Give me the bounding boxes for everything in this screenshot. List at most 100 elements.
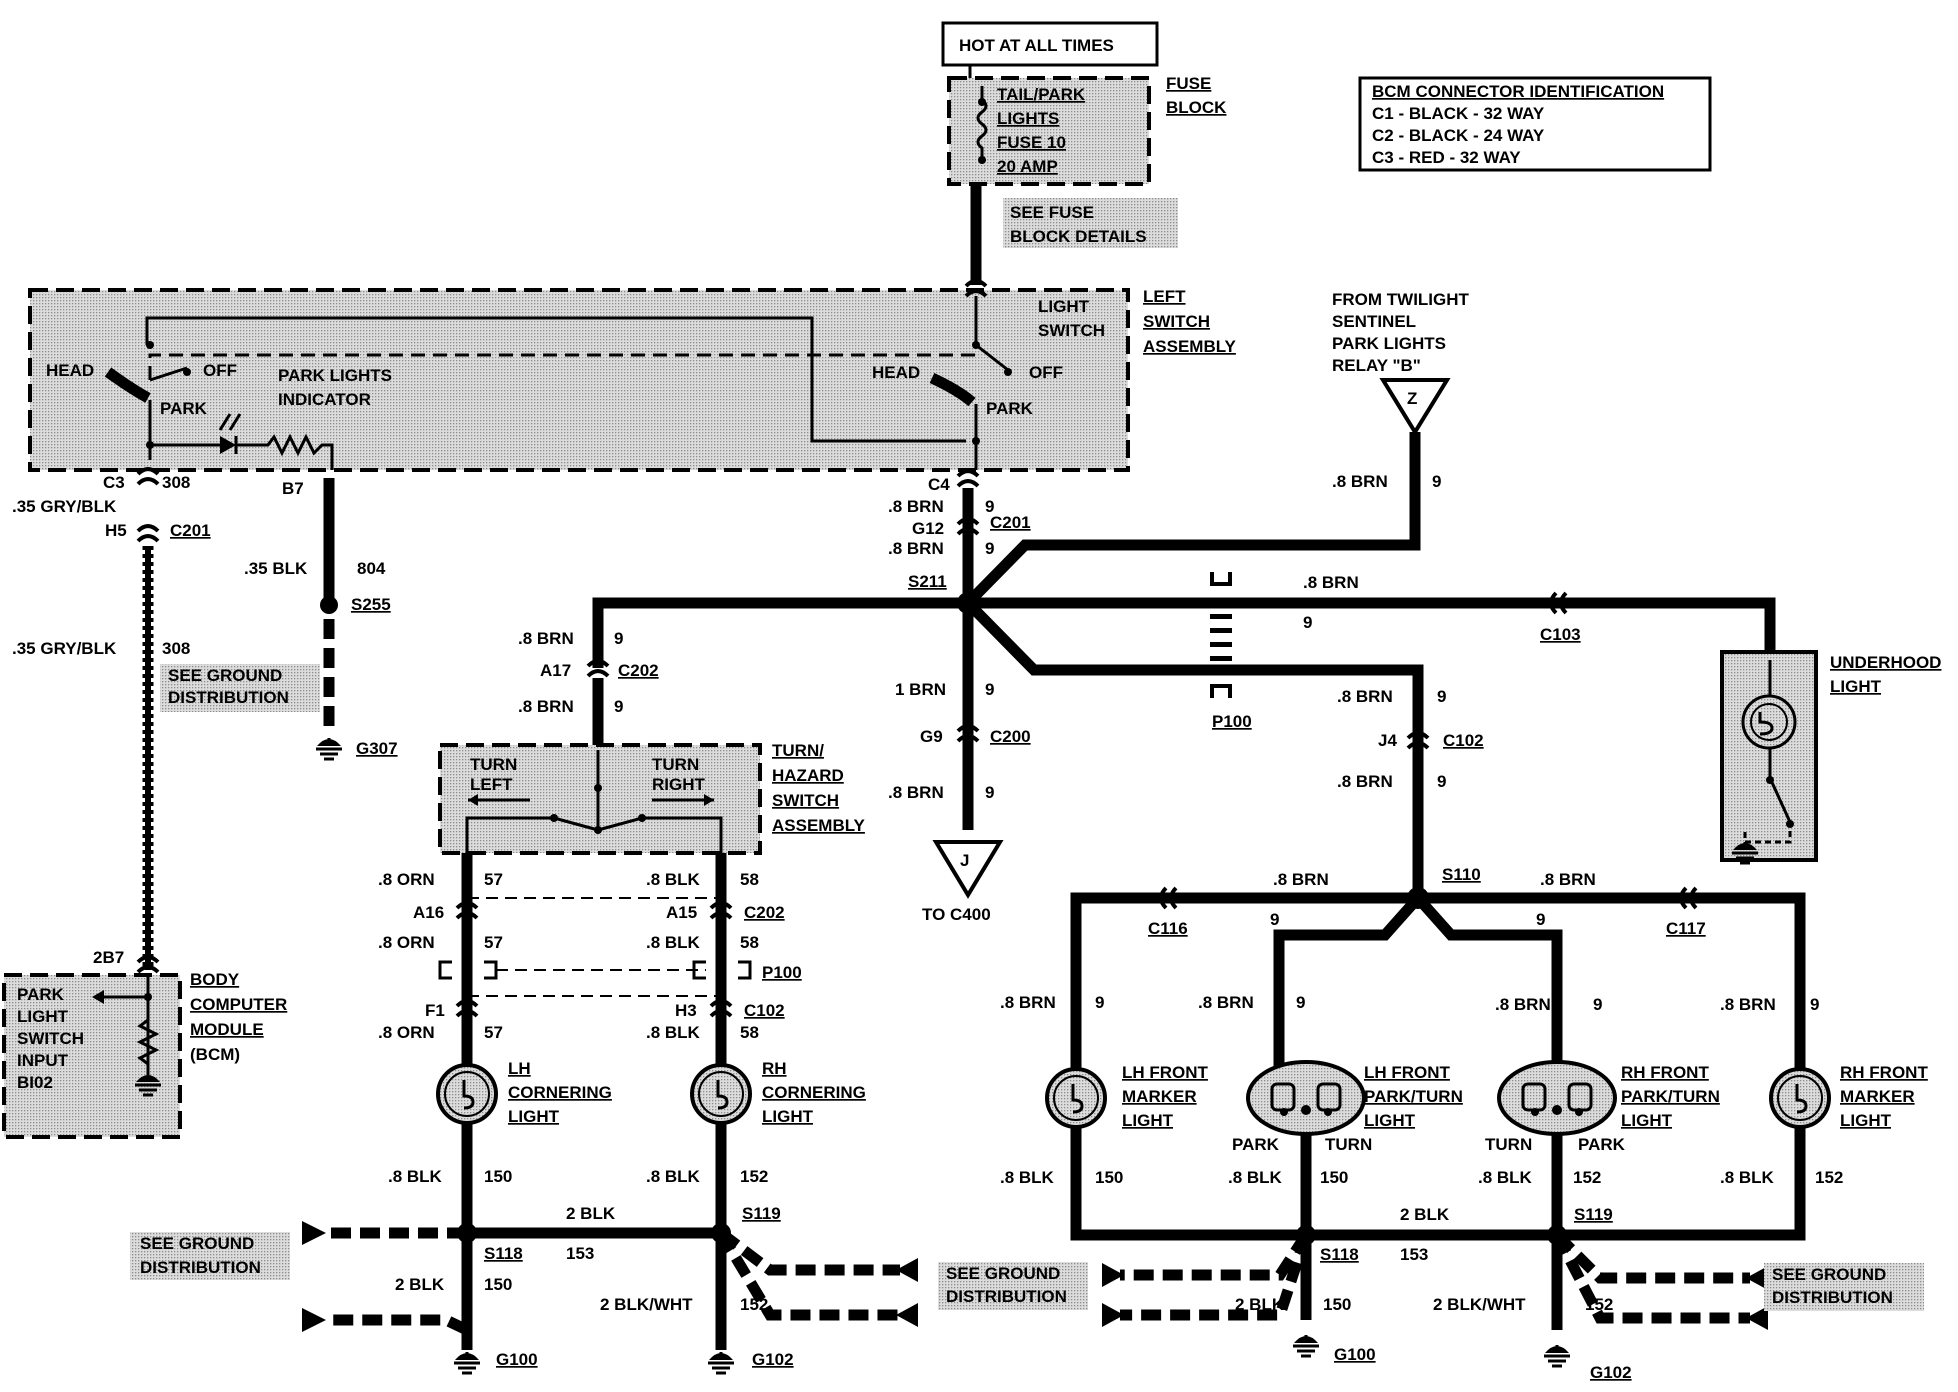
svg-text:TURN: TURN	[1325, 1135, 1372, 1154]
svg-text:F1: F1	[425, 1001, 445, 1020]
svg-text:B7: B7	[282, 479, 304, 498]
svg-text:H5: H5	[105, 521, 127, 540]
svg-text:COMPUTER: COMPUTER	[190, 995, 287, 1014]
see-ground-note-2: SEE GROUND DISTRIBUTION	[130, 1232, 290, 1280]
svg-text:S211: S211	[908, 572, 947, 591]
svg-text:PARK: PARK	[160, 399, 208, 418]
svg-text:.8 BLK: .8 BLK	[646, 933, 701, 952]
svg-text:.8 BLK: .8 BLK	[1228, 1168, 1283, 1187]
svg-text:LIGHT: LIGHT	[1830, 677, 1882, 696]
svg-text:SWITCH: SWITCH	[17, 1029, 84, 1048]
svg-text:.8 BRN: .8 BRN	[518, 629, 574, 648]
svg-text:152: 152	[1585, 1295, 1613, 1314]
ground-g102-left	[706, 1350, 736, 1375]
svg-text:2 BLK: 2 BLK	[566, 1204, 616, 1223]
svg-text:TURN: TURN	[1485, 1135, 1532, 1154]
svg-text:TURN: TURN	[652, 755, 699, 774]
svg-text:BLOCK DETAILS: BLOCK DETAILS	[1010, 227, 1147, 246]
svg-text:BI02: BI02	[17, 1073, 53, 1092]
svg-text:H3: H3	[675, 1001, 697, 1020]
svg-text:58: 58	[740, 1023, 759, 1042]
svg-text:HEAD: HEAD	[46, 361, 94, 380]
svg-text:(BCM): (BCM)	[190, 1045, 240, 1064]
svg-text:2 BLK: 2 BLK	[1235, 1295, 1285, 1314]
see-ground-note-1: SEE GROUND DISTRIBUTION	[160, 664, 320, 712]
svg-text:P100: P100	[762, 963, 802, 982]
svg-text:1 BRN: 1 BRN	[895, 680, 946, 699]
svg-text:.8 BLK: .8 BLK	[646, 1167, 701, 1186]
svg-text:LIGHT: LIGHT	[17, 1007, 69, 1026]
svg-text:PARK LIGHTS: PARK LIGHTS	[278, 366, 392, 385]
svg-text:LIGHT: LIGHT	[1122, 1111, 1174, 1130]
splice-s255	[320, 596, 338, 614]
svg-text:.35 GRY/BLK: .35 GRY/BLK	[12, 497, 117, 516]
svg-text:DISTRIBUTION: DISTRIBUTION	[140, 1258, 261, 1277]
see-ground-note-3: SEE GROUND DISTRIBUTION	[938, 1262, 1088, 1310]
svg-text:9: 9	[1810, 995, 1819, 1014]
svg-text:804: 804	[357, 559, 386, 578]
svg-text:.8 BLK: .8 BLK	[1000, 1168, 1055, 1187]
svg-text:J: J	[960, 851, 969, 870]
svg-text:HAZARD: HAZARD	[772, 766, 844, 785]
svg-text:C102: C102	[744, 1001, 785, 1020]
svg-text:C201: C201	[990, 513, 1031, 532]
svg-text:9: 9	[614, 697, 623, 716]
svg-text:58: 58	[740, 933, 759, 952]
svg-text:BCM CONNECTOR IDENTIFICATION: BCM CONNECTOR IDENTIFICATION	[1372, 82, 1664, 101]
svg-text:G102: G102	[1590, 1363, 1632, 1382]
svg-text:152: 152	[740, 1167, 768, 1186]
lh-front-park-turn-light	[1246, 1060, 1366, 1136]
svg-text:LH: LH	[508, 1059, 531, 1078]
svg-text:LIGHT: LIGHT	[508, 1107, 560, 1126]
svg-text:.8 BRN: .8 BRN	[1337, 772, 1393, 791]
svg-text:TAIL/PARK: TAIL/PARK	[997, 85, 1086, 104]
svg-text:PARK: PARK	[986, 399, 1034, 418]
svg-text:SWITCH: SWITCH	[1038, 321, 1105, 340]
svg-text:G100: G100	[496, 1350, 538, 1369]
svg-text:MARKER: MARKER	[1122, 1087, 1197, 1106]
svg-text:RIGHT: RIGHT	[652, 775, 706, 794]
svg-text:.8 BLK: .8 BLK	[388, 1167, 443, 1186]
svg-text:G9: G9	[920, 727, 943, 746]
svg-text:.8 BLK: .8 BLK	[1720, 1168, 1775, 1187]
svg-text:S119: S119	[1574, 1205, 1613, 1224]
svg-text:LIGHT: LIGHT	[1621, 1111, 1673, 1130]
fuse-details-note: SEE FUSE BLOCK DETAILS	[1003, 198, 1178, 248]
svg-text:153: 153	[566, 1244, 594, 1263]
svg-text:20 AMP: 20 AMP	[997, 157, 1058, 176]
svg-text:153: 153	[1400, 1245, 1428, 1264]
ground-g307	[314, 736, 344, 761]
svg-text:Z: Z	[1407, 389, 1417, 408]
svg-text:RH FRONT: RH FRONT	[1840, 1063, 1928, 1082]
svg-text:S118: S118	[1320, 1245, 1359, 1264]
svg-text:G12: G12	[912, 519, 944, 538]
svg-text:SEE FUSE: SEE FUSE	[1010, 203, 1094, 222]
svg-text:A16: A16	[413, 903, 444, 922]
svg-text:PARK: PARK	[1578, 1135, 1626, 1154]
ground-g100-right	[1291, 1333, 1321, 1358]
lh-cornering-light	[436, 1063, 498, 1125]
svg-text:SEE GROUND: SEE GROUND	[1772, 1265, 1886, 1284]
svg-text:.8 BRN: .8 BRN	[1495, 995, 1551, 1014]
svg-text:C103: C103	[1540, 625, 1581, 644]
svg-text:9: 9	[1536, 910, 1545, 929]
svg-text:RH: RH	[762, 1059, 787, 1078]
svg-text:S119: S119	[742, 1204, 781, 1223]
svg-text:LH FRONT: LH FRONT	[1364, 1063, 1451, 1082]
lh-front-marker-light	[1045, 1067, 1107, 1129]
svg-text:308: 308	[162, 639, 190, 658]
twilight-label: FROM TWILIGHT	[1332, 290, 1470, 309]
svg-text:57: 57	[484, 1023, 503, 1042]
svg-text:57: 57	[484, 870, 503, 889]
svg-text:C202: C202	[744, 903, 785, 922]
svg-text:OFF: OFF	[1029, 363, 1063, 382]
svg-text:.8 ORN: .8 ORN	[378, 1023, 435, 1042]
p100-connector-left: P100	[438, 960, 802, 982]
body-computer-module: 2B7 PARK LIGHT SWITCH INPUT BI02	[2, 948, 182, 1139]
svg-text:PARK LIGHTS: PARK LIGHTS	[1332, 334, 1446, 353]
svg-text:.8 BRN: .8 BRN	[888, 497, 944, 516]
svg-text:C116: C116	[1148, 919, 1188, 938]
destination-j: J	[932, 840, 1004, 899]
svg-text:.8 BRN: .8 BRN	[1337, 687, 1393, 706]
svg-text:9: 9	[614, 629, 623, 648]
